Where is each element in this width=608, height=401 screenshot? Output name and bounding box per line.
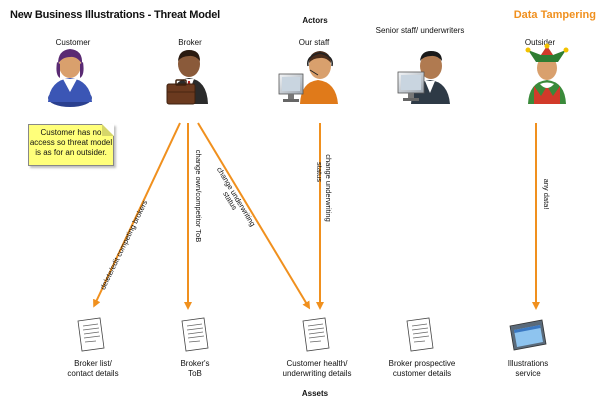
actor-label-our-staff: Our staff xyxy=(298,38,330,47)
actors-heading: Actors xyxy=(302,16,328,25)
threat-category-label: Data Tampering xyxy=(513,9,596,21)
asset-label-customer-health: Customer health/underwriting details xyxy=(282,359,352,378)
threat-label-edit-brokers: delete/edit competing brokers xyxy=(98,198,149,291)
customer-note: Customer has no access so threat model i… xyxy=(28,124,114,166)
page-title: New Business Illustrations - Threat Mode… xyxy=(10,9,221,21)
arrow-broker-to-broker-list xyxy=(93,122,181,308)
document-icon xyxy=(302,317,330,352)
service-window-icon xyxy=(509,319,547,351)
document-icon xyxy=(77,317,105,352)
outsider-jester-icon xyxy=(525,43,569,104)
threat-label-change-tob: change own/competitor ToB xyxy=(194,150,203,242)
asset-label-broker-list: Broker list/contact details xyxy=(67,359,119,378)
broker-avatar-icon xyxy=(166,50,208,105)
threat-label-any-data: any data! xyxy=(542,179,551,210)
assets-heading: Assets xyxy=(301,389,329,398)
arrow-broker-to-customer-health xyxy=(197,122,311,310)
actor-label-senior-staff: Senior staff/ underwriters xyxy=(375,26,465,35)
actor-label-customer: Customer xyxy=(55,38,91,47)
customer-avatar-icon xyxy=(48,49,92,107)
threat-arrows xyxy=(93,122,540,310)
threat-label-underwriting-broker-1: change underwriting xyxy=(215,165,258,228)
threat-label-underwriting-staff-1: change underwriting xyxy=(324,154,333,222)
document-icon xyxy=(406,317,434,352)
our-staff-avatar-icon xyxy=(278,51,338,104)
actor-label-broker: Broker xyxy=(178,38,202,47)
actor-label-outsider: Outsider xyxy=(524,38,556,47)
threat-label-underwriting-staff-2: status xyxy=(315,162,324,182)
senior-staff-avatar-icon xyxy=(397,51,450,104)
document-icon xyxy=(181,317,209,352)
